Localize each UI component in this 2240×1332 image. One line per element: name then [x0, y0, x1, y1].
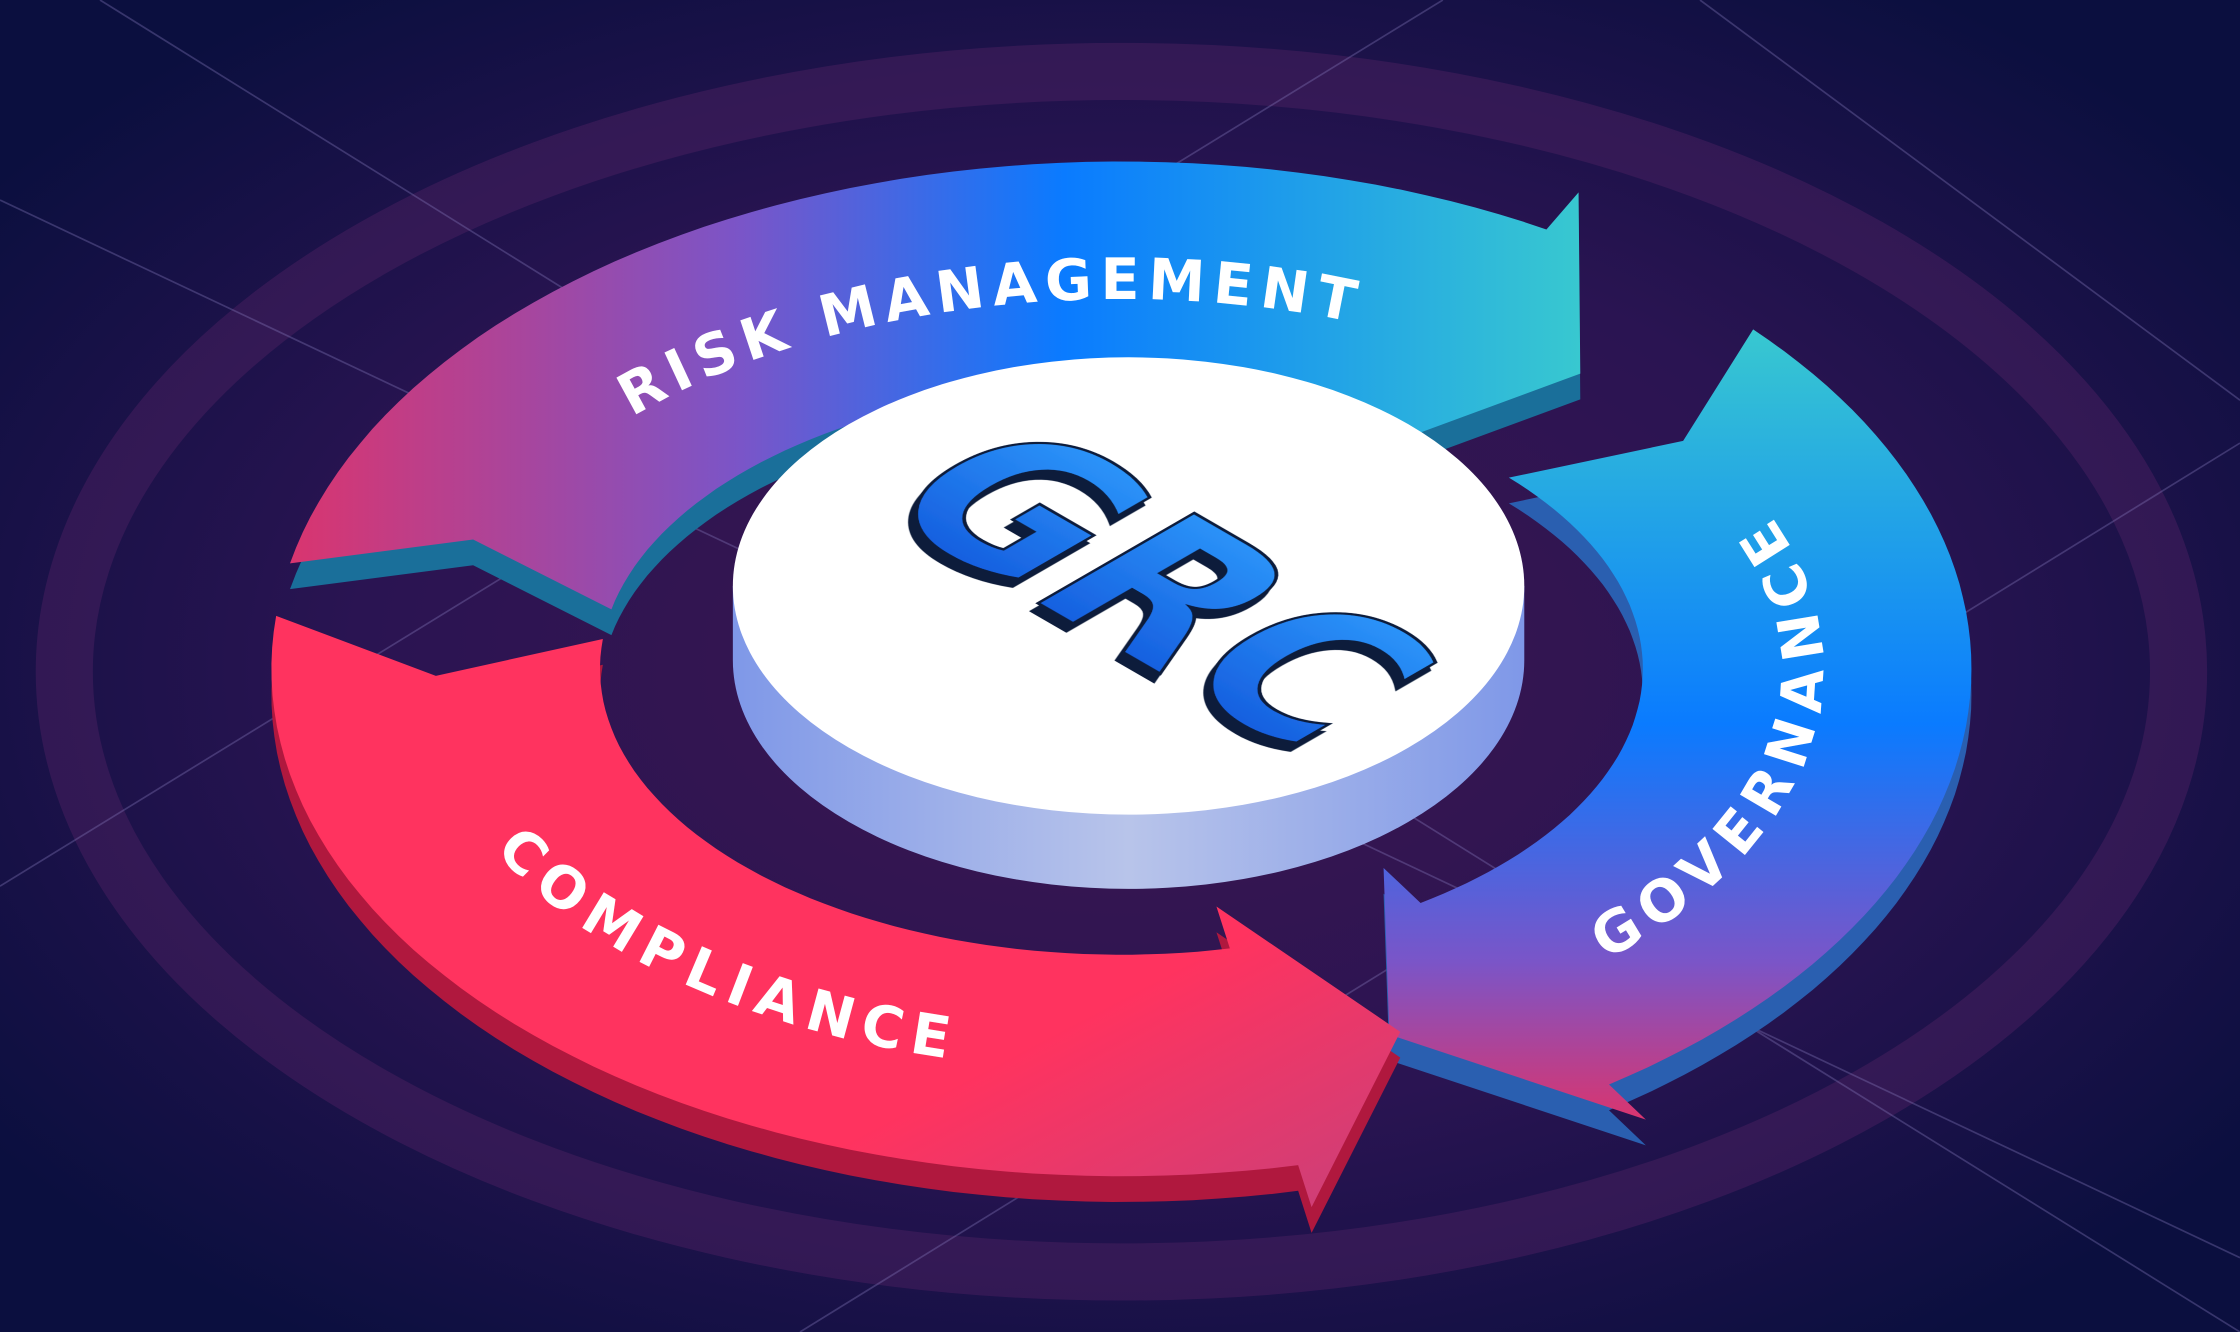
- background-ring: [35, 42, 2208, 1301]
- compliance-arrow: [271, 615, 1401, 1208]
- center-disc: [732, 357, 1525, 889]
- governance-arrow: [1383, 329, 1972, 1120]
- risk-arrow: [290, 161, 1581, 610]
- center-disc-top: [732, 357, 1525, 815]
